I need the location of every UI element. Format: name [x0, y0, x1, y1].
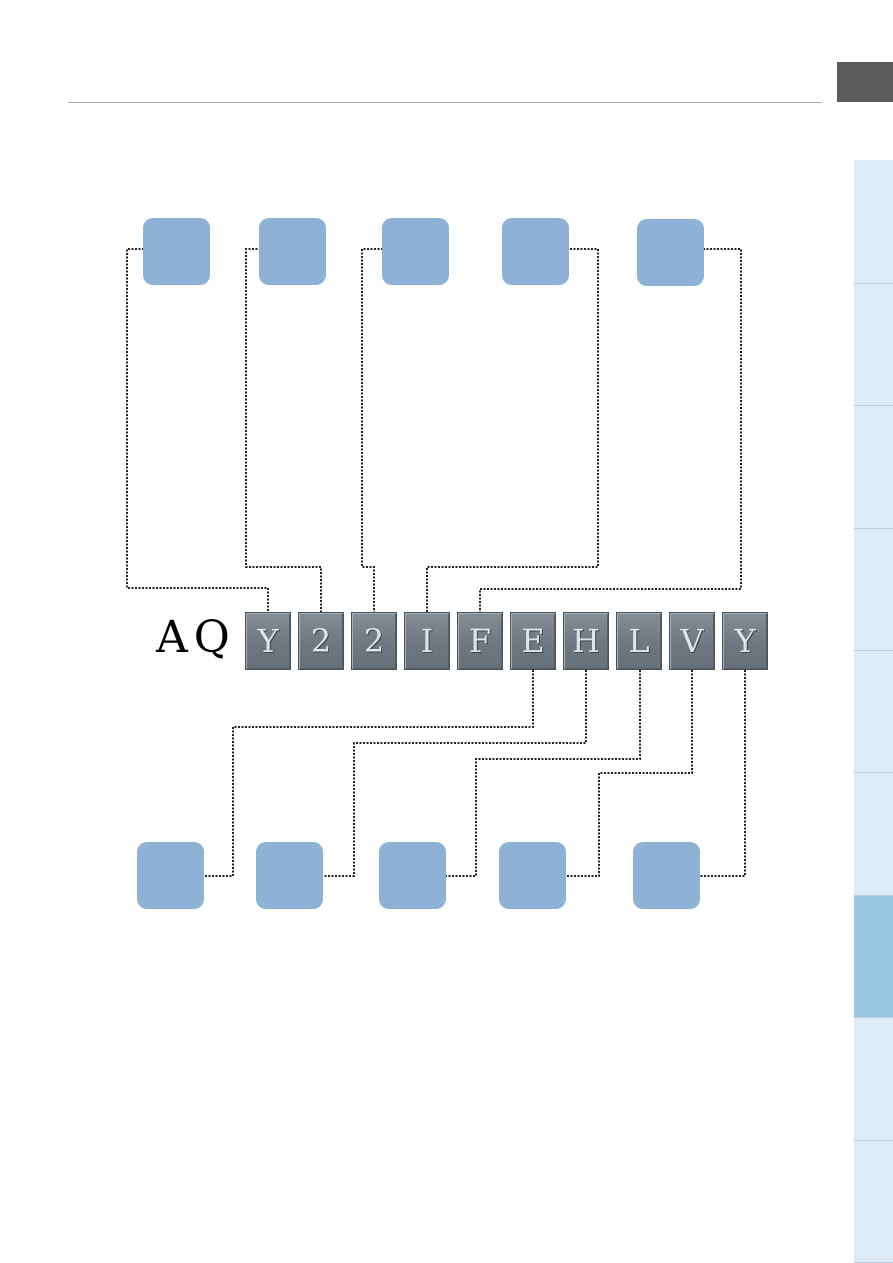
leader-line-top-4	[426, 248, 599, 612]
side-tab-7[interactable]	[854, 896, 893, 1018]
code-char-1: Y	[245, 612, 291, 670]
leader-line-bottom-1	[203, 670, 534, 877]
side-tab-9[interactable]	[854, 1141, 893, 1263]
side-tab-1[interactable]	[854, 160, 893, 284]
leader-line-top-2	[245, 248, 322, 612]
leader-line-bottom-4	[566, 670, 693, 877]
callout-bottom-2	[256, 842, 323, 909]
leader-line-top-5	[479, 248, 742, 612]
callout-top-2	[259, 218, 326, 285]
callout-bottom-4	[499, 842, 566, 909]
code-char-7: H	[563, 612, 609, 670]
callout-top-1	[143, 218, 210, 285]
code-prefix: AQ	[156, 612, 236, 663]
side-tab-8[interactable]	[854, 1018, 893, 1141]
callout-top-5	[637, 219, 704, 286]
side-tab-6[interactable]	[854, 773, 893, 896]
code-char-6: E	[510, 612, 556, 670]
code-char-4: I	[404, 612, 450, 670]
leader-line-top-1	[126, 248, 269, 612]
callout-bottom-1	[137, 842, 204, 909]
side-tab-4[interactable]	[854, 529, 893, 651]
leader-line-bottom-3	[446, 670, 641, 877]
section-marker	[837, 62, 893, 102]
leader-line-bottom-2	[323, 670, 587, 877]
leader-line-top-3	[361, 248, 383, 612]
code-char-5: F	[457, 612, 503, 670]
callout-top-4	[502, 218, 569, 285]
code-char-9: V	[669, 612, 715, 670]
code-char-10: Y	[722, 612, 768, 670]
side-tab-2[interactable]	[854, 284, 893, 406]
side-tab-3[interactable]	[854, 406, 893, 529]
code-char-2: 2	[298, 612, 344, 670]
header-rule	[68, 102, 822, 103]
callout-top-3	[382, 218, 449, 285]
side-tab-5[interactable]	[854, 651, 893, 773]
callout-bottom-5	[633, 842, 700, 909]
code-char-8: L	[616, 612, 662, 670]
code-char-3: 2	[351, 612, 397, 670]
leader-line-bottom-5	[700, 670, 746, 877]
callout-bottom-3	[379, 842, 446, 909]
